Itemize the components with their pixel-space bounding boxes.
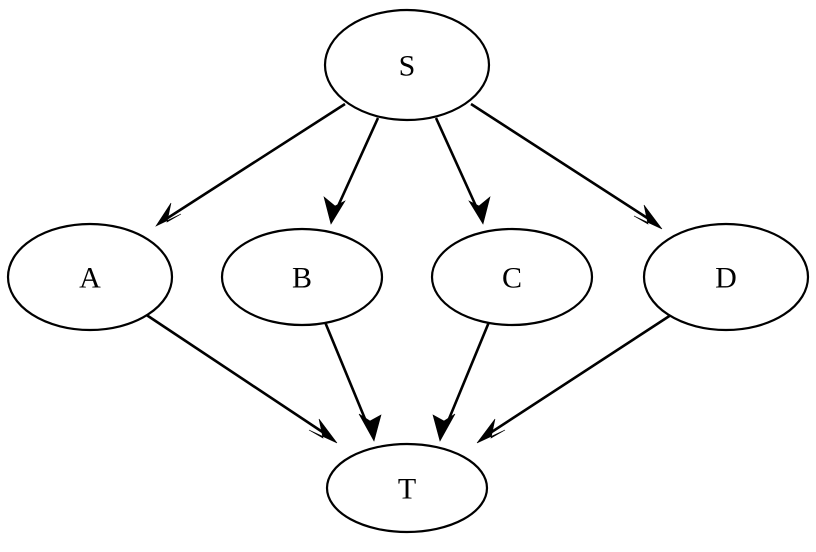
node-t-ellipse — [325, 442, 489, 534]
node-layer: S A B C D T — [6, 8, 810, 534]
arrowhead-s-d — [633, 204, 663, 230]
arrowhead-s-a — [155, 202, 182, 227]
edge-line-s-b — [332, 117, 380, 216]
edge-s-to-b[interactable] — [323, 117, 380, 225]
edge-line-s-a — [162, 102, 346, 223]
arrowhead-s-c — [468, 196, 491, 225]
arrowhead-c-t — [432, 413, 456, 442]
arrowhead-a-t — [308, 418, 338, 444]
node-c[interactable]: C — [430, 227, 594, 327]
node-b[interactable]: B — [220, 227, 384, 327]
edge-s-to-c[interactable] — [434, 117, 491, 225]
edge-line-a-t — [141, 310, 331, 439]
node-a-label: A — [79, 262, 101, 295]
node-d-ellipse — [642, 222, 810, 332]
node-b-ellipse — [220, 227, 384, 327]
node-t-label: T — [398, 473, 416, 506]
node-b-label: B — [292, 262, 312, 295]
node-t[interactable]: T — [325, 442, 489, 534]
edge-d-to-t[interactable] — [476, 311, 675, 444]
edge-line-c-t — [442, 321, 491, 432]
edge-s-to-a[interactable] — [155, 102, 346, 227]
edge-a-to-t[interactable] — [141, 310, 338, 444]
node-s[interactable]: S — [323, 8, 491, 122]
node-s-ellipse — [323, 8, 491, 122]
node-d-label: D — [715, 262, 737, 295]
node-c-ellipse — [430, 227, 594, 327]
edge-b-to-t[interactable] — [323, 321, 382, 442]
edge-line-s-c — [434, 117, 482, 216]
arrowhead-b-t — [358, 413, 382, 442]
edge-line-b-t — [323, 321, 372, 432]
edge-line-d-t — [483, 311, 675, 439]
node-c-label: C — [502, 262, 522, 295]
arrowhead-s-b — [323, 196, 346, 225]
edge-line-s-d — [470, 102, 656, 225]
node-a[interactable]: A — [6, 222, 174, 332]
node-s-label: S — [399, 50, 416, 83]
edge-s-to-d[interactable] — [470, 102, 663, 230]
arrowhead-d-t — [476, 418, 506, 444]
node-d[interactable]: D — [642, 222, 810, 332]
edge-layer — [141, 102, 675, 444]
node-a-ellipse — [6, 222, 174, 332]
edge-c-to-t[interactable] — [432, 321, 491, 442]
